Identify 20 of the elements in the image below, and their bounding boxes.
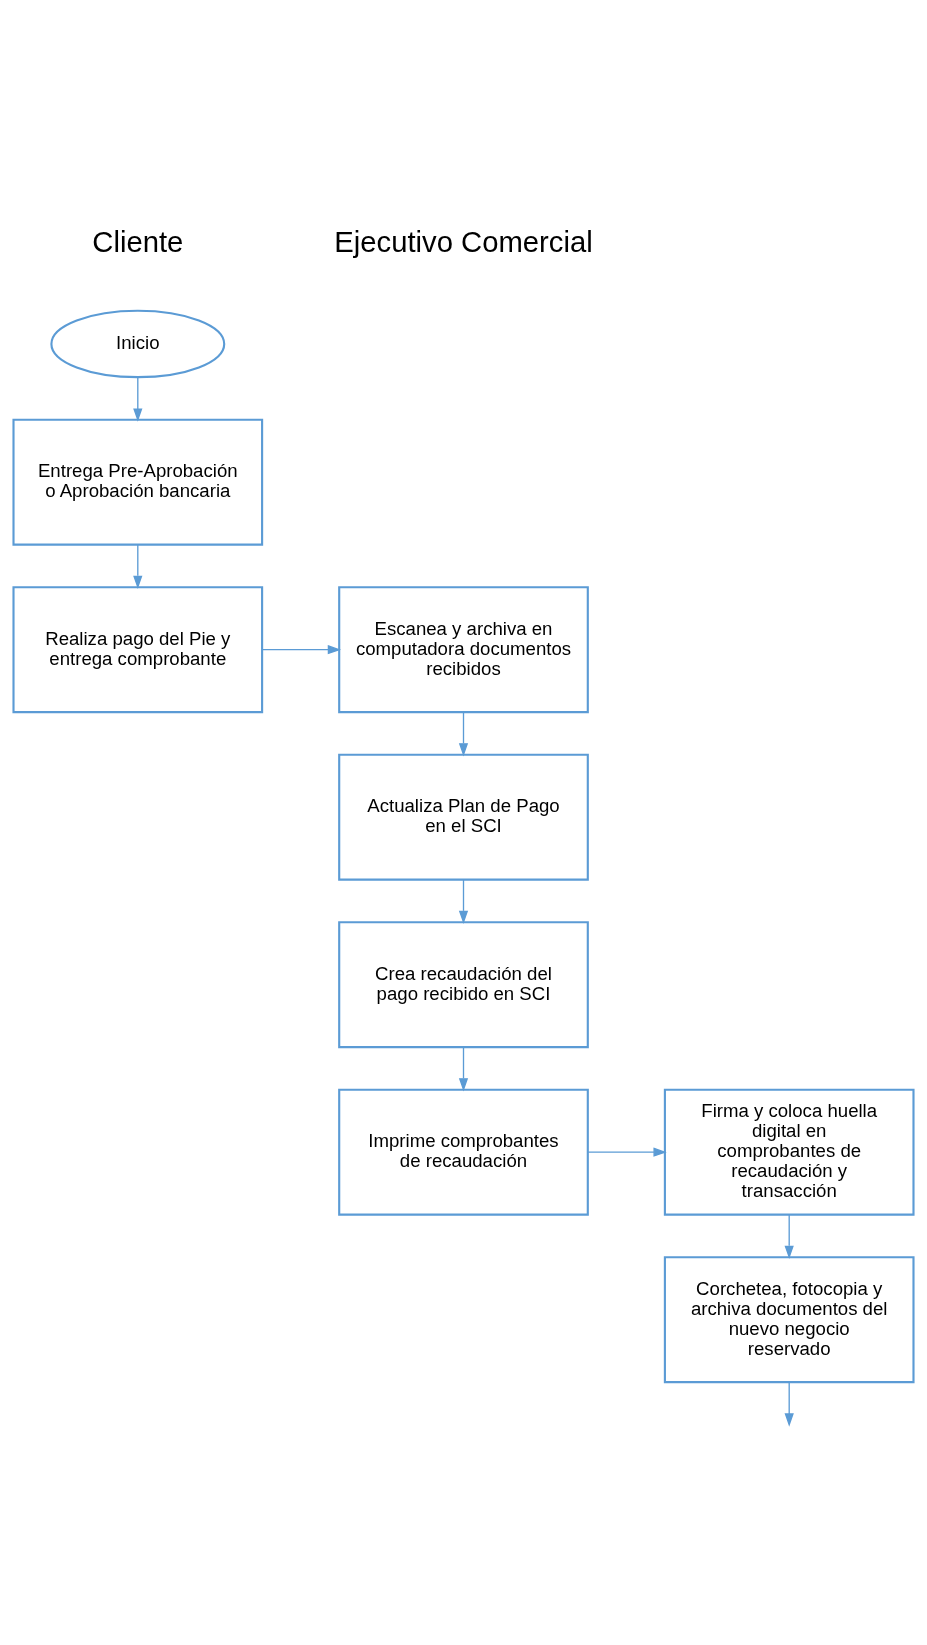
arrow xyxy=(133,543,143,589)
arrow xyxy=(784,1381,794,1427)
label: Ejecutivo Comercial xyxy=(334,225,593,258)
node-ellipse: Inicio xyxy=(50,309,226,378)
node-box: Imprime comprobantes de recaudación xyxy=(338,1088,589,1216)
arrow xyxy=(458,711,469,756)
node-box: Realiza pago del Pie y entrega comprobante xyxy=(12,585,264,713)
node-box: Firma y coloca huella digital en comprobantes de recaudación y transacción xyxy=(663,1088,915,1216)
node-box: Crea recaudación del pago recibido en SCI xyxy=(338,920,589,1048)
arrow xyxy=(458,1046,469,1091)
node-box: Escanea y archiva en computadora documentos recibidos xyxy=(338,585,589,713)
arrow xyxy=(133,376,143,422)
label: Cliente xyxy=(92,225,184,258)
arrow xyxy=(587,1147,667,1157)
node-box: Actualiza Plan de Pago en el SCI xyxy=(338,753,589,881)
arrow xyxy=(458,878,469,924)
arrow xyxy=(784,1213,794,1259)
node-box: Entrega Pre-Aprobación o Aprobación bancaria xyxy=(12,418,264,546)
node-box: Corchetea, fotocopia y archiva documentos del nuevo negocio reservado xyxy=(663,1255,915,1383)
arrow xyxy=(261,644,342,654)
